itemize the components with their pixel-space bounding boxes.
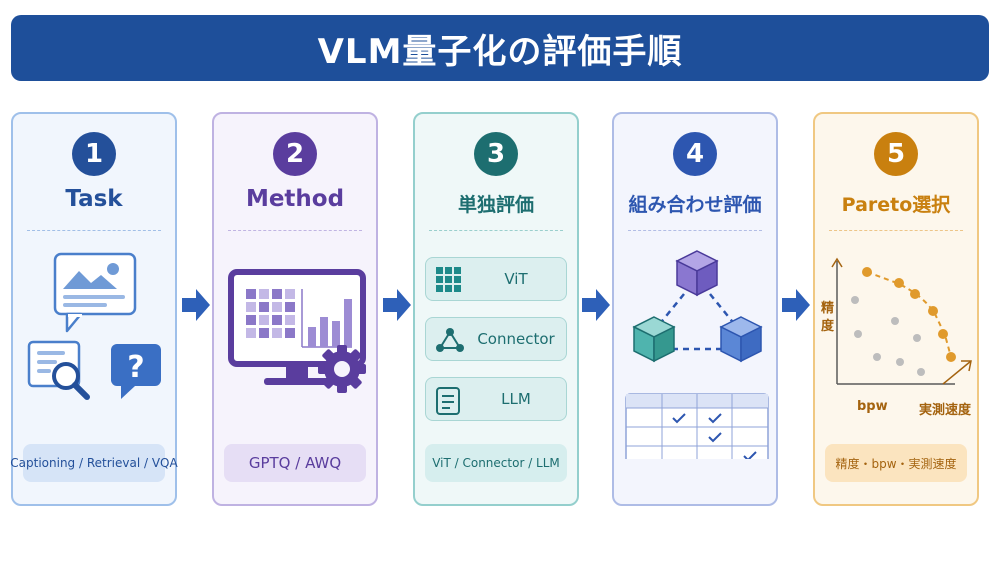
pareto-points — [862, 267, 956, 362]
candidate-points — [851, 296, 925, 376]
step-number-badge: 5 — [874, 132, 918, 176]
combined-eval-illustration — [625, 250, 769, 459]
component-llm: LLM — [425, 377, 567, 421]
nodes-icon — [436, 328, 464, 352]
pareto-x-axis-label-bpw: bpw — [857, 399, 888, 414]
check-table-icon — [625, 393, 769, 459]
document-icon — [436, 387, 460, 415]
question-icon: ? — [111, 344, 161, 399]
grid-icon — [436, 267, 461, 292]
pareto-y-axis-label: 精度 — [821, 301, 835, 334]
page-title: VLM量子化の評価手順 — [317, 31, 683, 72]
step-title: 単独評価 — [457, 194, 534, 216]
step-card-task: 1 Task ? Captioning / Retrieval / VQA — [10, 112, 178, 506]
divider — [228, 230, 362, 231]
flow-arrow-icon — [582, 289, 610, 321]
divider — [27, 230, 161, 231]
step-title: Task — [65, 186, 123, 212]
flow-arrow-icon — [383, 289, 411, 321]
component-label: LLM — [501, 390, 531, 408]
flow-arrow-icon — [182, 289, 210, 321]
step-title: Pareto選択 — [841, 194, 951, 216]
component-label: ViT — [504, 270, 528, 288]
step-number-badge: 2 — [273, 132, 317, 176]
divider — [628, 230, 762, 231]
svg-text:?: ? — [127, 350, 144, 385]
task-illustration: ? — [27, 252, 161, 400]
search-document-icon — [27, 340, 90, 400]
step-number-badge: 3 — [474, 132, 518, 176]
gear-icon — [318, 345, 366, 393]
divider — [429, 230, 563, 231]
method-footer-pill: GPTQ / AWQ — [224, 444, 366, 482]
pareto-front-line — [866, 271, 952, 358]
step-card-method: 2 Method — [212, 112, 378, 506]
step-card-pareto: 5 Pareto選択 精度 bpw 実測速度 — [813, 112, 979, 506]
monitor-chart-icon — [228, 269, 366, 385]
pareto-x-axis-label-speed: 実測速度 — [919, 403, 972, 418]
cube-network-icon — [632, 250, 763, 363]
axes-icon — [831, 257, 972, 385]
step-card-combined-eval: 4 組み合わせ評価 — [612, 112, 778, 506]
component-vit: ViT — [425, 257, 567, 301]
method-illustration — [228, 269, 366, 393]
flow-arrow-icon — [782, 289, 810, 321]
component-connector: Connector — [425, 317, 567, 361]
individual-eval-footer-pill: ViT / Connector / LLM — [425, 444, 567, 482]
step-number-badge: 4 — [673, 132, 717, 176]
step-number-badge: 1 — [72, 132, 116, 176]
task-footer-pill: Captioning / Retrieval / VQA — [10, 444, 178, 482]
pareto-chart-illustration — [831, 257, 972, 385]
pareto-footer-pill: 精度・bpw・実測速度 — [825, 444, 967, 482]
image-caption-icon — [53, 252, 137, 333]
step-title: 組み合わせ評価 — [628, 194, 762, 216]
step-card-individual-eval: 3 単独評価 ViT Connector LLM — [413, 112, 579, 506]
component-label: Connector — [477, 330, 555, 348]
title-banner: VLM量子化の評価手順 — [11, 15, 989, 81]
step-title: Method — [245, 186, 345, 212]
divider — [829, 230, 963, 231]
